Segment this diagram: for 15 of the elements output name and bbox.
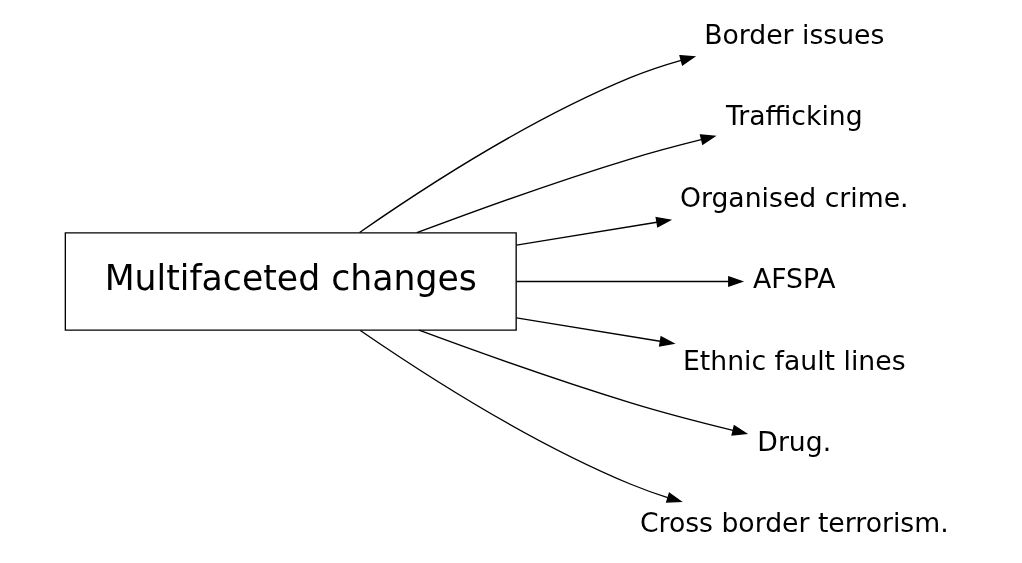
- arrow: [417, 329, 748, 436]
- arrow: [358, 55, 696, 234]
- arrow: [515, 216, 672, 246]
- arrow: [415, 134, 717, 234]
- node-text: Border issues: [703, 19, 884, 51]
- node-text: Ethnic fault lines: [682, 344, 906, 376]
- arrow: [515, 275, 744, 288]
- arrow: [359, 329, 683, 503]
- arrow: [515, 317, 676, 347]
- node-text: Trafficking: [725, 100, 863, 132]
- node-text: Organised crime.: [679, 181, 909, 213]
- node-text: Cross border terrorism.: [639, 507, 949, 539]
- node-box: Multifaceted changes: [64, 232, 517, 331]
- node-text: AFSPA: [752, 263, 836, 295]
- node-text: Drug.: [756, 425, 831, 457]
